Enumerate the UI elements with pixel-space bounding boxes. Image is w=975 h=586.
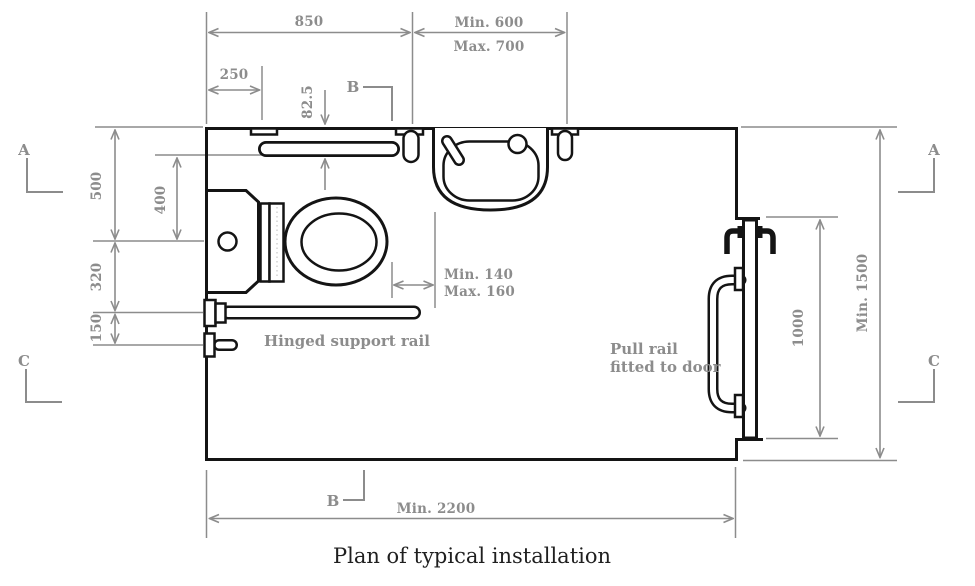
pull-rail-label-line1: Pull rail: [610, 340, 678, 358]
tap-inner: [443, 137, 463, 164]
dim-min2200-label: Min. 2200: [397, 501, 476, 517]
door-handle-inner: [724, 228, 740, 254]
hinged-rail-plate: [203, 298, 217, 328]
section-c-left-bracket: [25, 369, 62, 403]
section-b-bottom-label: B: [327, 492, 340, 510]
dim-min1500-label: Min. 1500: [855, 254, 871, 333]
toilet-bowl-inner: [300, 212, 378, 272]
annotations: Hinged support rail Pull rail fitted to …: [264, 332, 722, 376]
dim-max700-label: Max. 700: [454, 39, 525, 55]
room-wall-outline: [205, 127, 763, 461]
hinged-rail-collar: [214, 302, 227, 324]
section-a-left-label: A: [17, 141, 30, 159]
door-handle-outer: [760, 228, 776, 254]
horizontal-grab-rail: [249, 127, 425, 164]
flush-button: [217, 231, 238, 252]
dim-400-label: 400: [153, 186, 169, 215]
dim-max160-label: Max. 160: [444, 284, 515, 300]
seat-hinge-bar: [259, 202, 271, 283]
hinged-rail-label: Hinged support rail: [264, 332, 430, 350]
seat-hinge-block: [268, 202, 285, 283]
door: [707, 218, 776, 440]
dim-min600-label: Min. 600: [454, 15, 523, 31]
pull-rail-bottom-plate: [733, 393, 745, 419]
dim-1000-label: 1000: [791, 309, 807, 347]
section-a-right-label: A: [927, 141, 940, 159]
dim-min140-label: Min. 140: [444, 267, 513, 283]
washbasin-bowl: [442, 140, 540, 202]
dim-150-label: 150: [89, 314, 105, 343]
section-a-left-bracket: [26, 158, 63, 193]
tap-hole: [507, 133, 528, 155]
section-c-right-bracket: [898, 369, 935, 403]
dim-850-label: 850: [295, 14, 324, 30]
washbasin: [432, 127, 580, 212]
section-b-top-label: B: [347, 78, 360, 96]
dimension-labels: 850 Min. 600 Max. 700 250 82.5 500 400 3…: [89, 14, 871, 517]
section-c-right-label: C: [928, 352, 940, 370]
grab-rail-left-bracket: [249, 127, 279, 136]
door-latch-outer: [756, 226, 763, 238]
extension-lines: [93, 12, 897, 538]
dim-250-label: 250: [220, 67, 249, 83]
hinged-support-rails: [203, 298, 421, 358]
dim-825-label: 82.5: [300, 85, 316, 119]
dimension-lines: [115, 33, 880, 519]
section-a-right-bracket: [898, 158, 935, 193]
pull-rail-inner: [710, 277, 744, 411]
folded-rail-plate: [203, 332, 216, 358]
diagram-caption: Plan of typical installation: [333, 544, 611, 568]
pull-rail-top-plate: [733, 266, 745, 292]
dim-320-label: 320: [89, 263, 105, 292]
section-markers: [25, 86, 935, 501]
toilet: [208, 189, 389, 294]
pull-rail-label-line2: fitted to door: [610, 358, 722, 376]
dim-500-label: 500: [89, 172, 105, 201]
drop-rail-right: [556, 129, 574, 162]
section-b-bottom-bracket: [343, 470, 365, 501]
drop-rail-left: [402, 129, 420, 164]
pull-rail: [707, 274, 747, 414]
section-b-top-bracket: [363, 86, 393, 121]
section-letters: A A B B C C: [17, 78, 940, 510]
door-latch-inner: [737, 226, 744, 238]
door-leaf: [742, 218, 758, 440]
section-c-left-label: C: [18, 352, 30, 370]
